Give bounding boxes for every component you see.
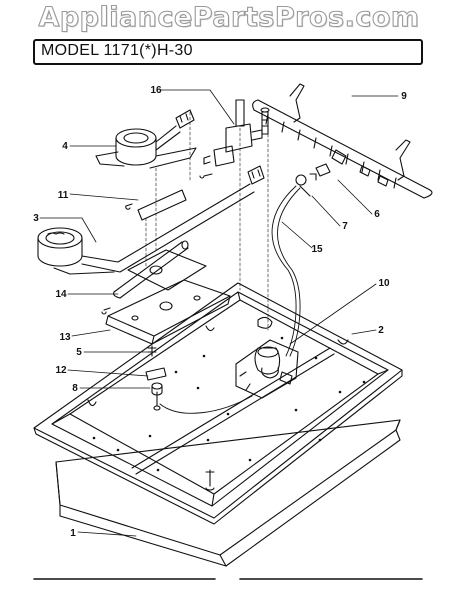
watermark-logo: AppliancePartsPros.com [38,1,420,33]
label-part-3: 3 [33,213,39,224]
part-14-tube [113,240,189,299]
part-6-7-igniters [295,163,331,197]
leader-lines [39,89,399,537]
pan-screws [205,469,215,491]
label-part-12: 12 [55,365,67,376]
label-part-4: 4 [62,141,68,152]
label-part-13: 13 [59,332,71,343]
label-part-1: 1 [70,528,76,539]
part-number-labels: 16 9 4 11 7 6 3 15 14 10 13 2 5 12 8 1 [33,85,407,539]
part-10-regulator [235,339,299,399]
label-part-16: 16 [150,85,162,96]
part-16-valve [199,99,270,179]
model-title-box: MODEL 1171(*)H-30 [33,39,423,65]
part-13-bracket-plate [101,249,231,345]
label-part-11: 11 [58,190,69,201]
label-part-2: 2 [378,325,384,336]
part-11-bracket [125,189,187,221]
part-15-wire [159,185,301,414]
part-2-top-tray [33,282,403,525]
label-part-14: 14 [55,289,67,300]
part-9-manifold [252,83,433,199]
label-part-7: 7 [342,221,348,232]
label-part-15: 15 [311,244,323,255]
alignment-lines [145,111,269,331]
label-part-6: 6 [374,209,380,220]
model-title: MODEL 1171(*)H-30 [41,42,193,59]
label-part-5: 5 [76,347,82,358]
label-part-8: 8 [72,383,78,394]
label-part-10: 10 [378,278,390,289]
part-1-base-pan [55,419,401,567]
part-4-rear-burner [95,109,197,169]
part-3-front-burner [37,165,265,275]
label-part-9: 9 [401,91,407,102]
